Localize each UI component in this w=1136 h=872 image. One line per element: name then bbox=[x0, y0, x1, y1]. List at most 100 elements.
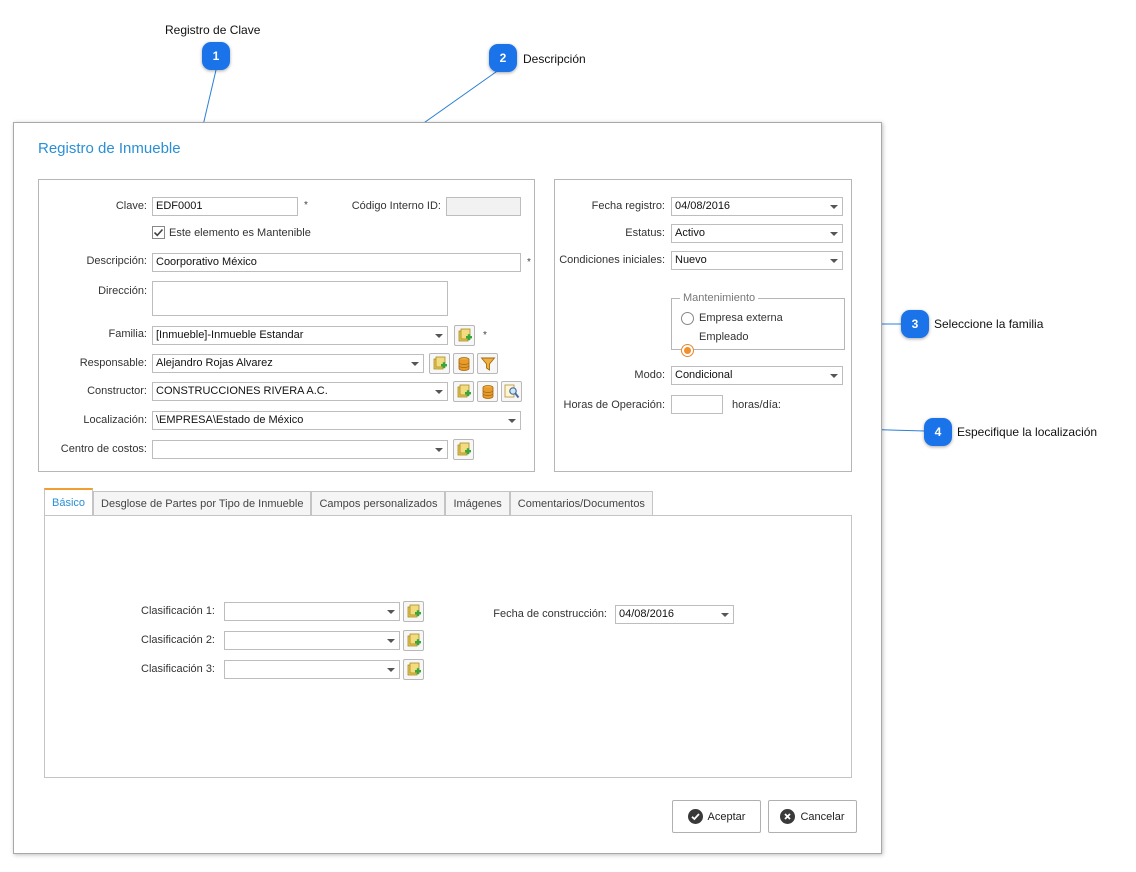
fecha-construccion-value: 04/08/2016 bbox=[619, 608, 675, 620]
horas-operacion-label: Horas de Operación: bbox=[563, 399, 666, 411]
familia-select[interactable]: [Inmueble]-Inmueble Estandar bbox=[152, 326, 448, 345]
clasificacion2-add-button[interactable] bbox=[403, 630, 424, 651]
filter-icon bbox=[480, 356, 496, 372]
cancelar-label: Cancelar bbox=[800, 810, 845, 823]
estatus-select[interactable]: Activo bbox=[671, 224, 843, 243]
chevron-down-icon bbox=[508, 419, 516, 423]
chevron-down-icon bbox=[411, 362, 419, 366]
constructor-value: CONSTRUCCIONES RIVERA A.C. bbox=[156, 385, 328, 397]
familia-required-mark: * bbox=[483, 330, 487, 341]
modo-label: Modo: bbox=[634, 369, 665, 381]
add-record-icon bbox=[406, 604, 422, 620]
chevron-down-icon bbox=[435, 448, 443, 452]
chevron-down-icon bbox=[387, 639, 395, 643]
tab-panel-basico: Clasificación 1: Clasificación 2: Clasif… bbox=[44, 515, 852, 778]
horas-operacion-input[interactable] bbox=[671, 395, 723, 414]
callout-badge-1: 1 bbox=[202, 42, 230, 70]
mantenimiento-legend: Mantenimiento bbox=[680, 292, 759, 304]
chevron-down-icon bbox=[435, 334, 443, 338]
fecha-construccion-picker[interactable]: 04/08/2016 bbox=[615, 605, 734, 624]
constructor-database-button[interactable] bbox=[477, 381, 498, 402]
condiciones-value: Nuevo bbox=[675, 254, 707, 266]
fecha-registro-value: 04/08/2016 bbox=[675, 200, 731, 212]
checkmark-icon bbox=[153, 228, 164, 237]
empresa-externa-label: Empresa externa bbox=[699, 312, 783, 324]
centro-costos-select[interactable] bbox=[152, 440, 448, 459]
condiciones-select[interactable]: Nuevo bbox=[671, 251, 843, 270]
general-group: Clave: EDF0001 * Código Interno ID: Este… bbox=[38, 179, 535, 472]
clasificacion2-select[interactable] bbox=[224, 631, 400, 650]
modo-select[interactable]: Condicional bbox=[671, 366, 843, 385]
add-record-icon bbox=[432, 356, 448, 372]
estatus-value: Activo bbox=[675, 227, 705, 239]
add-record-icon bbox=[456, 442, 472, 458]
add-record-icon bbox=[457, 328, 473, 344]
direccion-label: Dirección: bbox=[98, 285, 147, 297]
cancelar-button[interactable]: Cancelar bbox=[768, 800, 857, 833]
responsable-select[interactable]: Alejandro Rojas Alvarez bbox=[152, 354, 424, 373]
chevron-down-icon bbox=[387, 610, 395, 614]
callout-badge-3: 3 bbox=[901, 310, 929, 338]
fecha-registro-picker[interactable]: 04/08/2016 bbox=[671, 197, 843, 216]
constructor-add-button[interactable] bbox=[453, 381, 474, 402]
empresa-externa-radio[interactable] bbox=[681, 312, 694, 325]
check-circle-icon bbox=[687, 809, 703, 824]
chevron-down-icon bbox=[387, 668, 395, 672]
add-record-icon bbox=[406, 633, 422, 649]
constructor-select[interactable]: CONSTRUCCIONES RIVERA A.C. bbox=[152, 382, 448, 401]
clasificacion1-label: Clasificación 1: bbox=[141, 605, 215, 617]
clasificacion1-select[interactable] bbox=[224, 602, 400, 621]
clasificacion1-add-button[interactable] bbox=[403, 601, 424, 622]
chevron-down-icon bbox=[830, 259, 838, 263]
tab-imagenes[interactable]: Imágenes bbox=[445, 491, 510, 515]
tab-campos-personalizados[interactable]: Campos personalizados bbox=[311, 491, 446, 515]
responsable-filter-button[interactable] bbox=[477, 353, 498, 374]
responsable-add-button[interactable] bbox=[429, 353, 450, 374]
direccion-textarea[interactable] bbox=[152, 281, 448, 316]
x-circle-icon bbox=[780, 809, 796, 824]
callout-label-2: Descripción bbox=[523, 52, 586, 66]
mantenible-checkbox[interactable] bbox=[152, 226, 165, 239]
constructor-label: Constructor: bbox=[87, 385, 147, 397]
responsable-value: Alejandro Rojas Alvarez bbox=[156, 357, 273, 369]
estatus-label: Estatus: bbox=[625, 227, 665, 239]
mantenimiento-fieldset: Mantenimiento Empresa externa Empleado bbox=[671, 292, 845, 357]
responsable-label: Responsable: bbox=[79, 357, 147, 369]
chevron-down-icon bbox=[721, 613, 729, 617]
fecha-construccion-label: Fecha de construcción: bbox=[493, 608, 607, 620]
codigo-interno-label: Código Interno ID: bbox=[351, 200, 441, 212]
aceptar-button[interactable]: Aceptar bbox=[672, 800, 761, 833]
clasificacion3-add-button[interactable] bbox=[403, 659, 424, 680]
descripcion-input[interactable]: Coorporativo México bbox=[152, 253, 521, 272]
responsable-database-button[interactable] bbox=[453, 353, 474, 374]
descripcion-label: Descripción: bbox=[86, 255, 147, 267]
tab-comentarios-documentos[interactable]: Comentarios/Documentos bbox=[509, 491, 653, 515]
registro-inmueble-dialog: Registro de Inmueble Clave: EDF0001 * Có… bbox=[13, 122, 882, 854]
add-record-icon bbox=[406, 662, 422, 678]
fecha-registro-label: Fecha registro: bbox=[591, 200, 665, 212]
localizacion-label: Localización: bbox=[83, 414, 147, 426]
familia-add-button[interactable] bbox=[454, 325, 475, 346]
constructor-search-button[interactable] bbox=[501, 381, 522, 402]
tab-basico[interactable]: Básico bbox=[44, 488, 94, 515]
add-record-icon bbox=[456, 384, 472, 400]
clasificacion3-select[interactable] bbox=[224, 660, 400, 679]
familia-value: [Inmueble]-Inmueble Estandar bbox=[156, 329, 304, 341]
search-icon bbox=[504, 384, 520, 400]
chevron-down-icon bbox=[435, 390, 443, 394]
clave-required-mark: * bbox=[304, 200, 308, 211]
aceptar-label: Aceptar bbox=[707, 810, 746, 823]
callout-label-4: Especifique la localización bbox=[957, 425, 1098, 439]
codigo-interno-input[interactable] bbox=[446, 197, 521, 216]
chevron-down-icon bbox=[830, 374, 838, 378]
clave-input[interactable]: EDF0001 bbox=[152, 197, 298, 216]
localizacion-select[interactable]: \EMPRESA\Estado de México bbox=[152, 411, 521, 430]
chevron-down-icon bbox=[830, 205, 838, 209]
familia-label: Familia: bbox=[108, 328, 147, 340]
empleado-radio[interactable] bbox=[681, 344, 694, 357]
centro-costos-add-button[interactable] bbox=[453, 439, 474, 460]
horas-unit-label: horas/día: bbox=[732, 399, 781, 411]
empleado-label: Empleado bbox=[699, 331, 749, 343]
tab-desglose-partes[interactable]: Desglose de Partes por Tipo de Inmueble bbox=[93, 491, 312, 515]
chevron-down-icon bbox=[830, 232, 838, 236]
